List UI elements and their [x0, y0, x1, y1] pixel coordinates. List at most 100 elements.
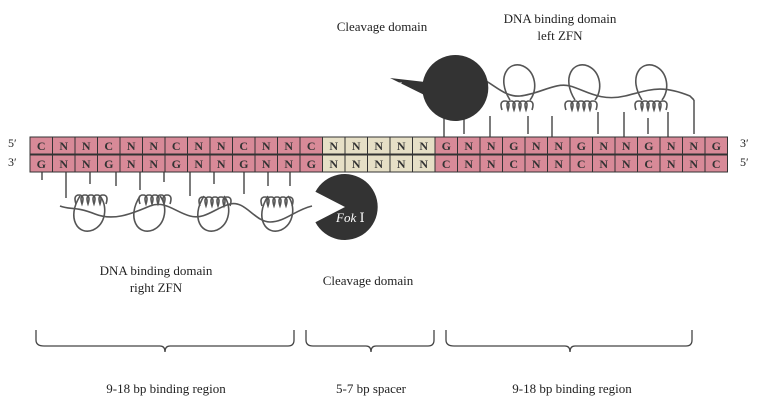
dna-base-bottom-30: C — [712, 157, 721, 171]
dna-base-bottom-18: C — [442, 157, 451, 171]
dna-base-bottom-5: N — [149, 157, 158, 171]
dna-base-bottom-1: N — [59, 157, 68, 171]
dna-base-bottom-13: N — [329, 157, 338, 171]
dna-base-bottom-25: N — [599, 157, 608, 171]
dna-base-bottom-21: C — [509, 157, 518, 171]
strand-end-top-right: 3′ — [740, 136, 749, 150]
dna-base-bottom-22: N — [532, 157, 541, 171]
dna-base-top-21: G — [509, 139, 518, 153]
dna-base-top-2: N — [82, 139, 91, 153]
dna-base-bottom-15: N — [374, 157, 383, 171]
fok-label-upper-numeral: Ⅰ — [397, 80, 403, 95]
dna-base-top-11: N — [284, 139, 293, 153]
dna-base-top-12: C — [307, 139, 316, 153]
dna-base-bottom-17: N — [419, 157, 428, 171]
dna-base-bottom-4: N — [127, 157, 136, 171]
label-region-left: 9-18 bp binding region — [106, 381, 226, 396]
fok-domain-lower — [315, 174, 378, 241]
dna-base-top-24: G — [577, 139, 586, 153]
dna-base-top-16: N — [397, 139, 406, 153]
left-zfn-protein — [424, 64, 695, 138]
right-zfn-protein — [41, 172, 313, 232]
dna-base-bottom-7: N — [194, 157, 203, 171]
right-zinc-finger-4 — [260, 195, 294, 232]
dna-base-bottom-11: N — [284, 157, 293, 171]
dna-base-bottom-23: N — [554, 157, 563, 171]
dna-base-top-10: N — [262, 139, 271, 153]
dna-base-top-0: C — [37, 139, 46, 153]
fok-label-lower-numeral: Ⅰ — [359, 210, 365, 225]
right-zinc-finger-2 — [133, 194, 172, 232]
fok-label-lower: Fok Ⅰ — [336, 210, 365, 226]
dna-base-bottom-19: N — [464, 157, 473, 171]
dna-base-bottom-12: G — [307, 157, 316, 171]
dna-base-top-6: C — [172, 139, 181, 153]
dna-base-top-29: N — [689, 139, 698, 153]
dna-base-top-30: G — [712, 139, 721, 153]
dna-base-bottom-27: C — [644, 157, 653, 171]
brace-left — [35, 330, 295, 353]
dna-base-bottom-2: N — [82, 157, 91, 171]
brace-spacer — [305, 330, 435, 353]
left-zinc-finger-4 — [634, 64, 668, 111]
dna-base-top-9: C — [239, 139, 248, 153]
strand-end-bottom-right: 5′ — [740, 155, 749, 169]
dna-base-top-13: N — [329, 139, 338, 153]
dna-base-top-7: N — [194, 139, 203, 153]
dna-base-top-20: N — [487, 139, 496, 153]
dna-base-bottom-0: G — [37, 157, 46, 171]
dna-base-top-1: N — [59, 139, 68, 153]
fok-label-lower-name: Fok — [336, 210, 357, 225]
dna-cell-bottom-30 — [704, 154, 728, 173]
dna-base-top-18: G — [442, 139, 451, 153]
dna-base-top-14: N — [352, 139, 361, 153]
label-dna-binding-right-line2: right ZFN — [129, 280, 183, 295]
label-cleavage-domain-top: Cleavage domain — [336, 19, 428, 34]
dna-base-top-27: G — [644, 139, 653, 153]
brace-right — [445, 330, 693, 353]
dna-base-bottom-28: N — [667, 157, 676, 171]
label-cleavage-domain-bottom: Cleavage domain — [322, 273, 414, 288]
dna-base-top-26: N — [622, 139, 631, 153]
strand-end-bottom-left: 3′ — [8, 155, 17, 169]
dna-base-bottom-24: C — [577, 157, 586, 171]
dna-base-bottom-26: N — [622, 157, 631, 171]
label-region-spacer: 5-7 bp spacer — [335, 381, 407, 396]
dna-base-top-28: N — [667, 139, 676, 153]
label-dna-binding-left-line1: DNA binding domain — [503, 11, 617, 26]
right-contact-lines — [41, 172, 291, 198]
dna-base-top-5: N — [149, 139, 158, 153]
dna-base-top-15: N — [374, 139, 383, 153]
label-dna-binding-right-zfn: DNA binding domain right ZFN — [86, 262, 226, 296]
dna-base-bottom-10: N — [262, 157, 271, 171]
dna-base-top-4: N — [127, 139, 136, 153]
dna-base-top-19: N — [464, 139, 473, 153]
dna-base-bottom-8: N — [217, 157, 226, 171]
dna-base-bottom-6: G — [172, 157, 181, 171]
strand-end-top-left: 5′ — [8, 136, 17, 150]
dna-base-top-3: C — [104, 139, 113, 153]
fok-label-upper: Fok Ⅰ — [374, 80, 403, 96]
right-zinc-finger-1 — [73, 194, 108, 232]
dna-base-bottom-14: N — [352, 157, 361, 171]
fok-domain-upper — [390, 55, 489, 122]
dna-base-top-17: N — [419, 139, 428, 153]
dna-base-top-23: N — [554, 139, 563, 153]
left-zinc-finger-2 — [500, 64, 536, 111]
dna-base-bottom-9: G — [239, 157, 248, 171]
label-dna-binding-right-line1: DNA binding domain — [99, 263, 213, 278]
dna-base-top-22: N — [532, 139, 541, 153]
dna-base-bottom-20: N — [487, 157, 496, 171]
dna-base-top-8: N — [217, 139, 226, 153]
left-contact-lines — [443, 100, 695, 138]
right-zinc-finger-3 — [197, 195, 232, 232]
dna-base-top-25: N — [599, 139, 608, 153]
dna-base-bottom-29: N — [689, 157, 698, 171]
label-dna-binding-left-zfn: DNA binding domain left ZFN — [490, 10, 630, 44]
label-dna-binding-left-line2: left ZFN — [537, 28, 583, 43]
dna-base-bottom-16: N — [397, 157, 406, 171]
dna-cell-top-30 — [704, 136, 728, 155]
